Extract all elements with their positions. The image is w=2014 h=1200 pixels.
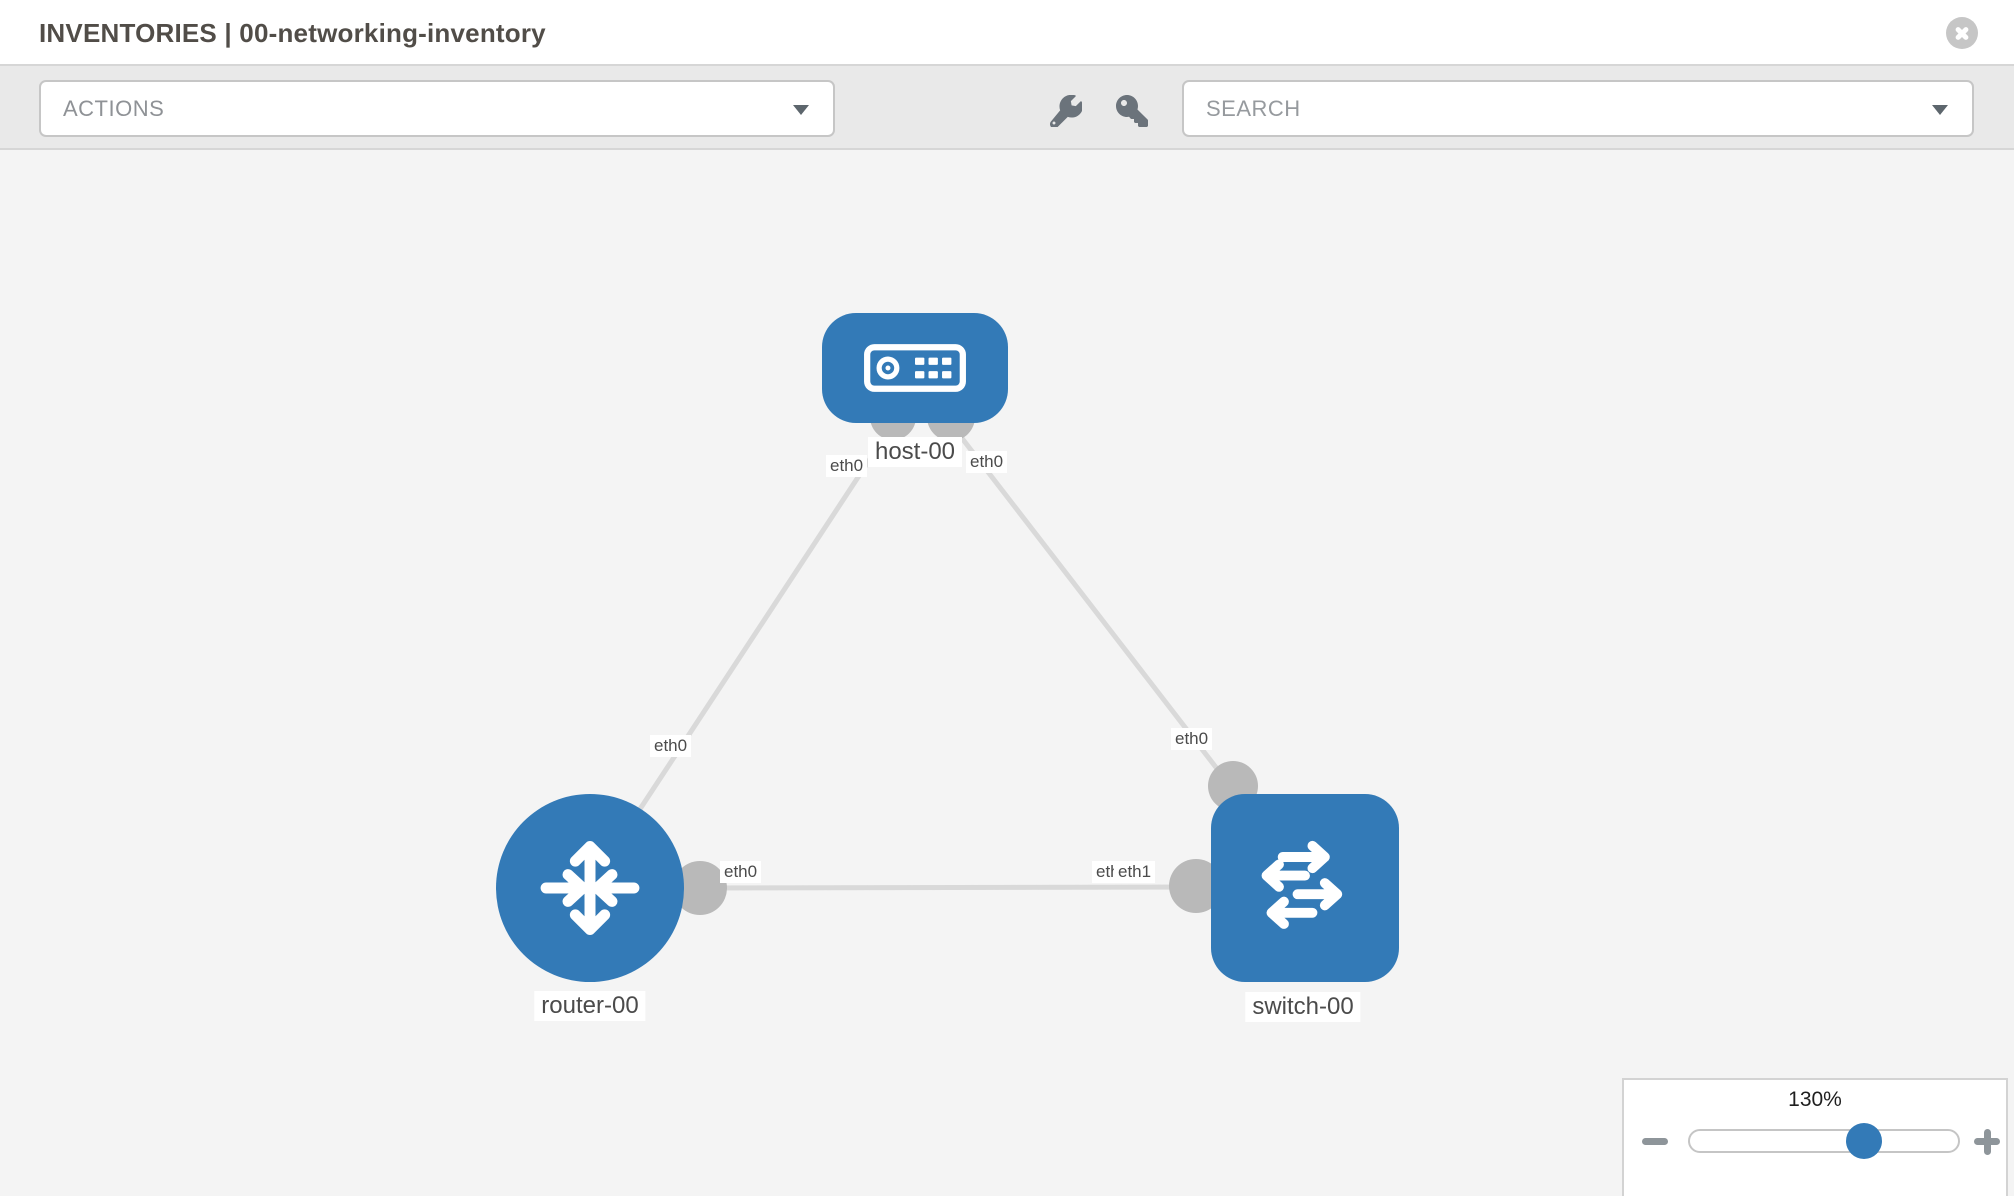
actions-dropdown[interactable]: ACTIONS [39, 80, 835, 137]
interface-endpoint[interactable] [673, 861, 727, 915]
interface-endpoint[interactable] [1169, 859, 1223, 913]
toolbar: ACTIONS [0, 66, 2014, 150]
zoom-level-value: 130% [1788, 1088, 1842, 1111]
zoom-control-panel: 130% [1622, 1078, 2008, 1196]
port-label-router-eth0-2: eth0 [720, 861, 762, 883]
chevron-down-icon [1932, 105, 1948, 115]
node-host-00[interactable] [822, 313, 1008, 423]
chevron-down-icon [793, 105, 809, 115]
links-layer [597, 393, 1258, 915]
key-icon[interactable] [1116, 95, 1148, 127]
port-label-switch-eth0: eth0 [1171, 728, 1213, 750]
page-title: INVENTORIES | 00-networking-inventory [39, 18, 546, 48]
zoom-out-button[interactable] [1642, 1138, 1668, 1145]
node-label-host: host-00 [867, 437, 963, 467]
link-router-switch[interactable] [699, 884, 1197, 891]
actions-dropdown-label: ACTIONS [63, 96, 165, 121]
router-icon [540, 841, 640, 935]
switch-icon [1261, 840, 1343, 929]
port-label-host-eth0-2: eth0 [966, 451, 1008, 473]
node-label-switch: switch-00 [1245, 992, 1361, 1022]
node-switch-00[interactable] [1211, 794, 1399, 982]
zoom-in-button[interactable] [1974, 1128, 2000, 1155]
port-label-host-eth0: eth0 [826, 455, 868, 477]
topology-canvas[interactable]: host-00 router-00 switch-00 eth0 eth0 et… [0, 150, 2014, 1196]
zoom-slider-track[interactable] [1688, 1129, 1960, 1153]
search-field [1182, 80, 1974, 137]
search-input[interactable] [1184, 82, 1972, 135]
zoom-slider-thumb[interactable] [1846, 1123, 1882, 1159]
header-bar: INVENTORIES | 00-networking-inventory [0, 0, 2014, 66]
port-label-switch-eth1: eth1 [1114, 861, 1156, 883]
link-host-router[interactable] [597, 422, 896, 872]
node-label-router: router-00 [534, 991, 646, 1021]
host-icon [864, 344, 966, 392]
port-label-router-eth0: eth0 [650, 735, 692, 757]
close-icon[interactable] [1946, 17, 1978, 49]
wrench-icon[interactable] [1050, 95, 1082, 127]
node-router-00[interactable] [496, 794, 684, 982]
